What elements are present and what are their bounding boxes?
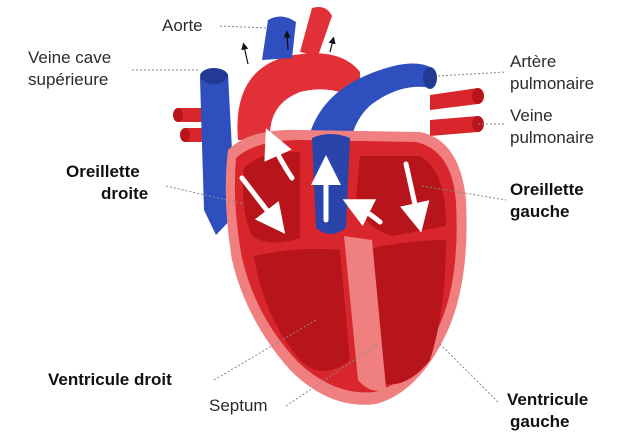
right-atrium <box>243 152 300 243</box>
label-right-atrium-line1: Oreillette <box>66 162 140 182</box>
label-right-atrium-line2: droite <box>101 184 148 204</box>
label-right-ventricle: Ventricule droit <box>48 370 172 390</box>
label-pulmonary-vein-line2: pulmonaire <box>510 128 594 148</box>
label-left-atrium-line1: Oreillette <box>510 180 584 200</box>
label-septum: Septum <box>209 396 268 416</box>
label-left-ventricle-line1: Ventricule <box>507 390 588 410</box>
label-left-ventricle-line2: gauche <box>510 412 570 432</box>
label-svc-line2: supérieure <box>28 70 108 90</box>
label-aorta: Aorte <box>162 16 203 36</box>
label-pulmonary-artery-line1: Artère <box>510 52 556 72</box>
label-pulmonary-artery-line2: pulmonaire <box>510 74 594 94</box>
pulmonary-veins <box>430 88 484 136</box>
label-left-atrium-line2: gauche <box>510 202 570 222</box>
vena-center <box>312 134 350 234</box>
label-svc-line1: Veine cave <box>28 48 111 68</box>
label-pulmonary-vein-line1: Veine <box>510 106 553 126</box>
